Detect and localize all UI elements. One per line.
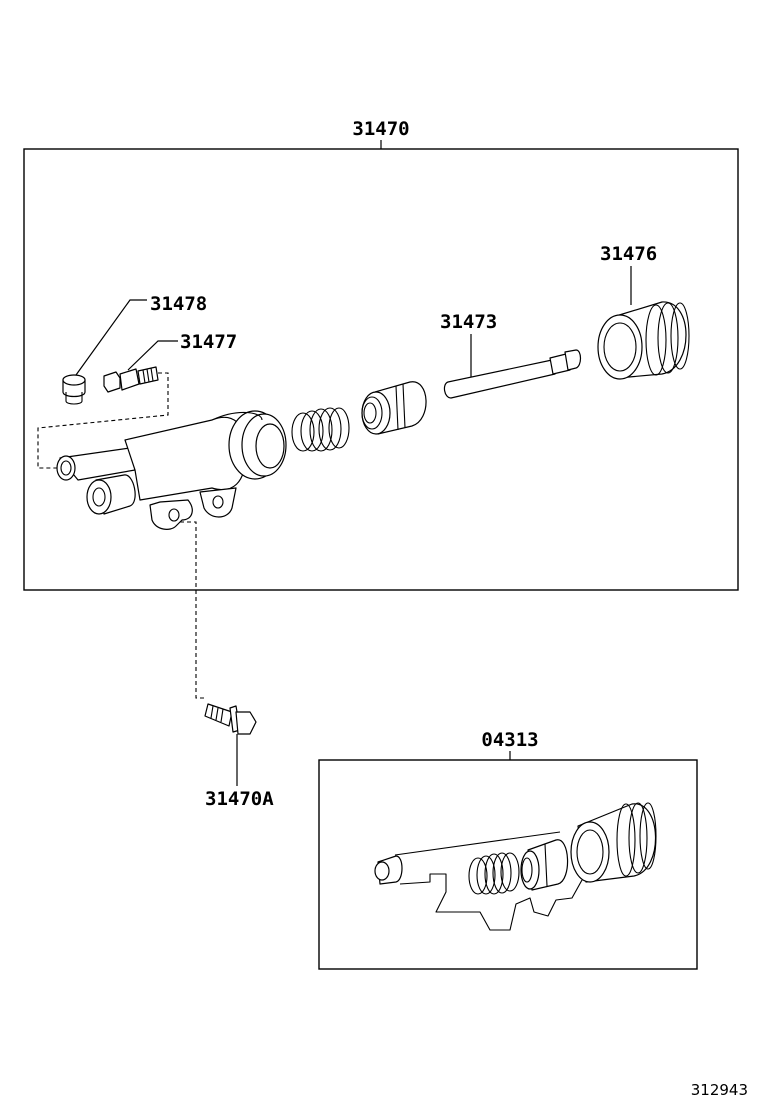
label-group-31477: 31477 [127,331,237,371]
boot-part [597,301,690,380]
label-boot[interactable]: 31476 [600,243,657,265]
push-rod-part [443,349,582,399]
bleeder-plug-part [103,366,159,393]
spring-part [291,407,350,452]
cylinder-body [56,410,287,530]
label-assembly[interactable]: 31470 [352,118,409,140]
label-group-31470A: 31470A [205,734,274,810]
repair-kit-group: 04313 [318,729,698,970]
label-piston-rod[interactable]: 31473 [440,311,497,333]
piston-cup-part [361,381,427,435]
label-bleeder-cap[interactable]: 31478 [150,293,207,315]
label-bolt[interactable]: 31470A [205,788,274,810]
label-bleeder-plug[interactable]: 31477 [180,331,237,353]
figure-code: 312943 [691,1081,748,1099]
repair-kit-frame [318,759,698,970]
bleeder-cap-part [62,374,86,405]
label-group-31478: 31478 [75,293,207,376]
bolt-part [204,703,257,735]
label-repair-kit[interactable]: 04313 [481,729,538,751]
assembly-group: 31470 [23,118,739,591]
label-group-31476: 31476 [600,243,657,305]
label-group-31473: 31473 [440,311,497,378]
